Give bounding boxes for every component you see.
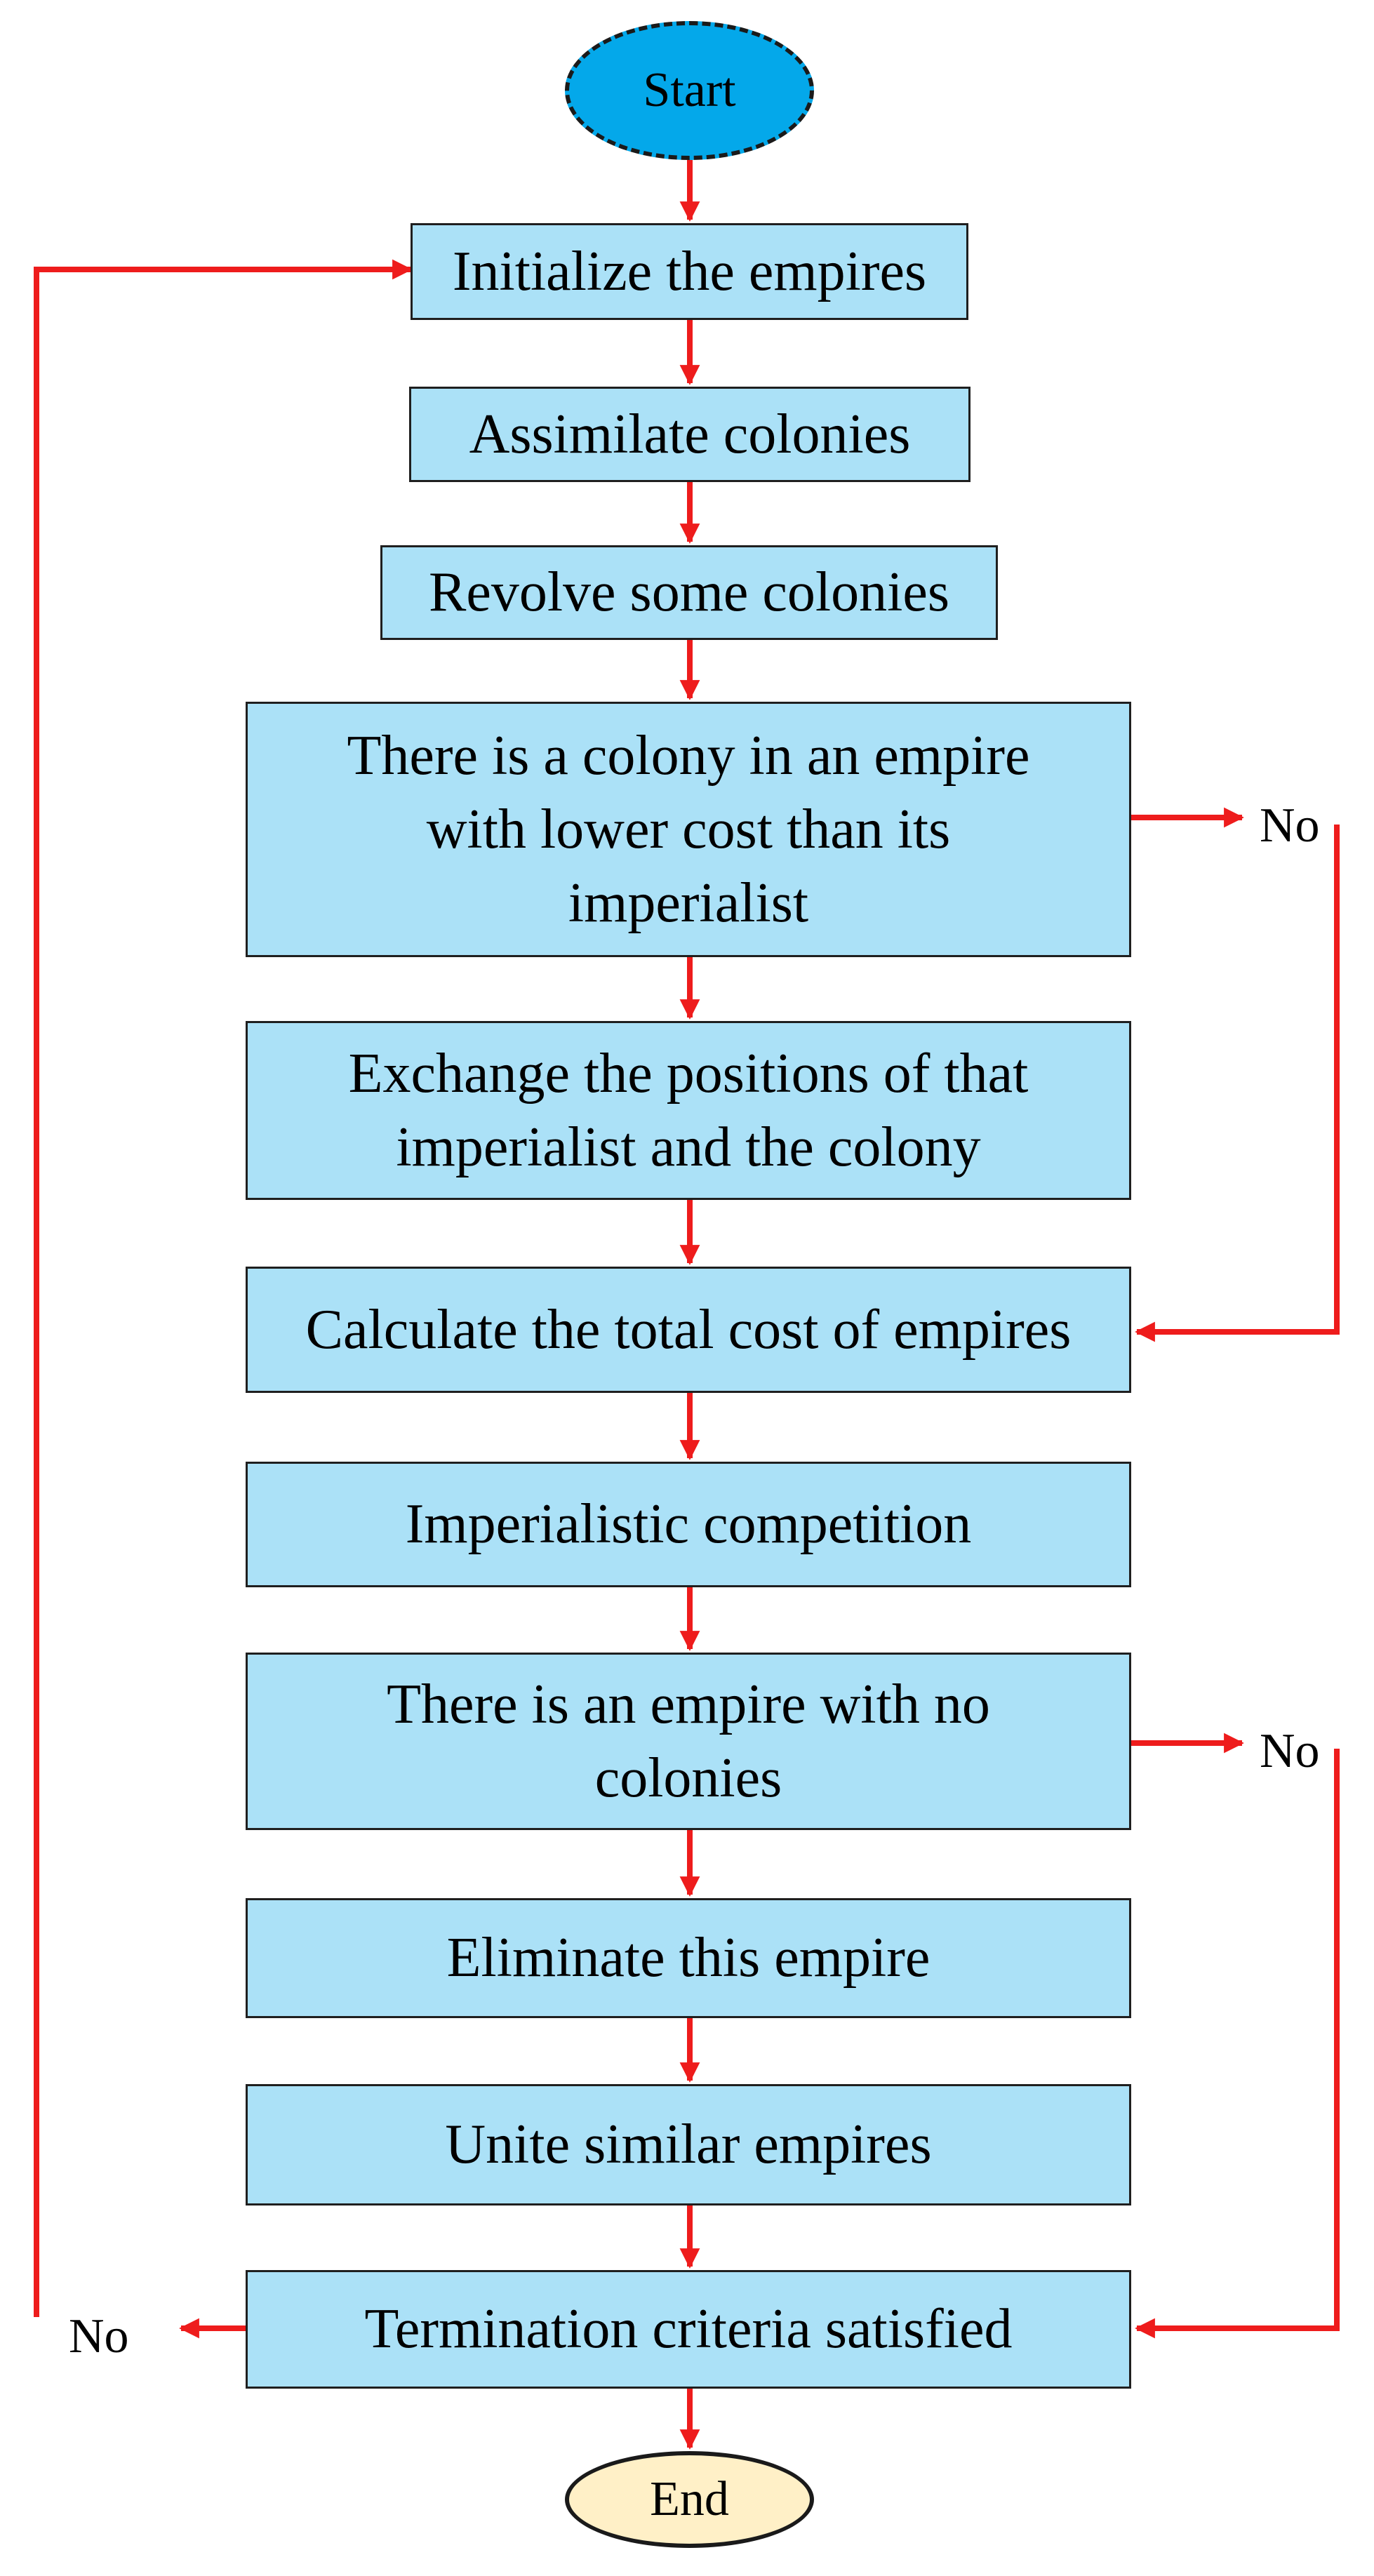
exchange-positions-label: Exchange the positions of that imperiali… <box>348 1042 1029 1178</box>
colony-check-step: There is a colony in an empire with lowe… <box>246 702 1131 957</box>
termination-check-label: Termination criteria satisfied <box>364 2298 1013 2360</box>
revolve-colonies-step: Revolve some colonies <box>380 545 998 640</box>
eliminate-empire-label: Eliminate this empire <box>446 1927 931 1989</box>
imperialistic-competition-step: Imperialistic competition <box>246 1462 1131 1587</box>
start-label: Start <box>643 63 736 117</box>
unite-empires-label: Unite similar empires <box>445 2114 932 2175</box>
end-terminal: End <box>565 2451 814 2548</box>
initialize-empires-step: Initialize the empires <box>411 223 968 320</box>
total-cost-label: Calculate the total cost of empires <box>305 1298 1072 1361</box>
empty-empire-check-label: There is an empire with no colonies <box>387 1673 990 1809</box>
empty-empire-check-no-label: No <box>1260 1724 1320 1778</box>
arrow-empty-check-no-return <box>1135 1749 1340 2339</box>
total-cost-step: Calculate the total cost of empires <box>246 1267 1131 1393</box>
start-terminal: Start <box>565 21 814 160</box>
colony-check-label: There is a colony in an empire with lowe… <box>347 724 1030 934</box>
termination-check-step: Termination criteria satisfied <box>246 2270 1131 2389</box>
initialize-empires-label: Initialize the empires <box>452 240 927 302</box>
assimilate-colonies-step: Assimilate colonies <box>409 387 971 482</box>
assimilate-colonies-label: Assimilate colonies <box>469 403 911 465</box>
colony-check-no-label: No <box>1260 799 1320 853</box>
termination-no-label: No <box>69 2309 129 2363</box>
arrow-termination-no-loop <box>34 259 413 2317</box>
revolve-colonies-label: Revolve some colonies <box>428 561 950 623</box>
empty-empire-check-step: There is an empire with no colonies <box>246 1653 1131 1830</box>
exchange-positions-step: Exchange the positions of that imperiali… <box>246 1021 1131 1200</box>
eliminate-empire-step: Eliminate this empire <box>246 1898 1131 2018</box>
end-label: End <box>650 2472 729 2526</box>
arrow-colony-check-no-return <box>1135 825 1340 1342</box>
unite-empires-step: Unite similar empires <box>246 2084 1131 2205</box>
imperialistic-competition-label: Imperialistic competition <box>405 1493 972 1555</box>
